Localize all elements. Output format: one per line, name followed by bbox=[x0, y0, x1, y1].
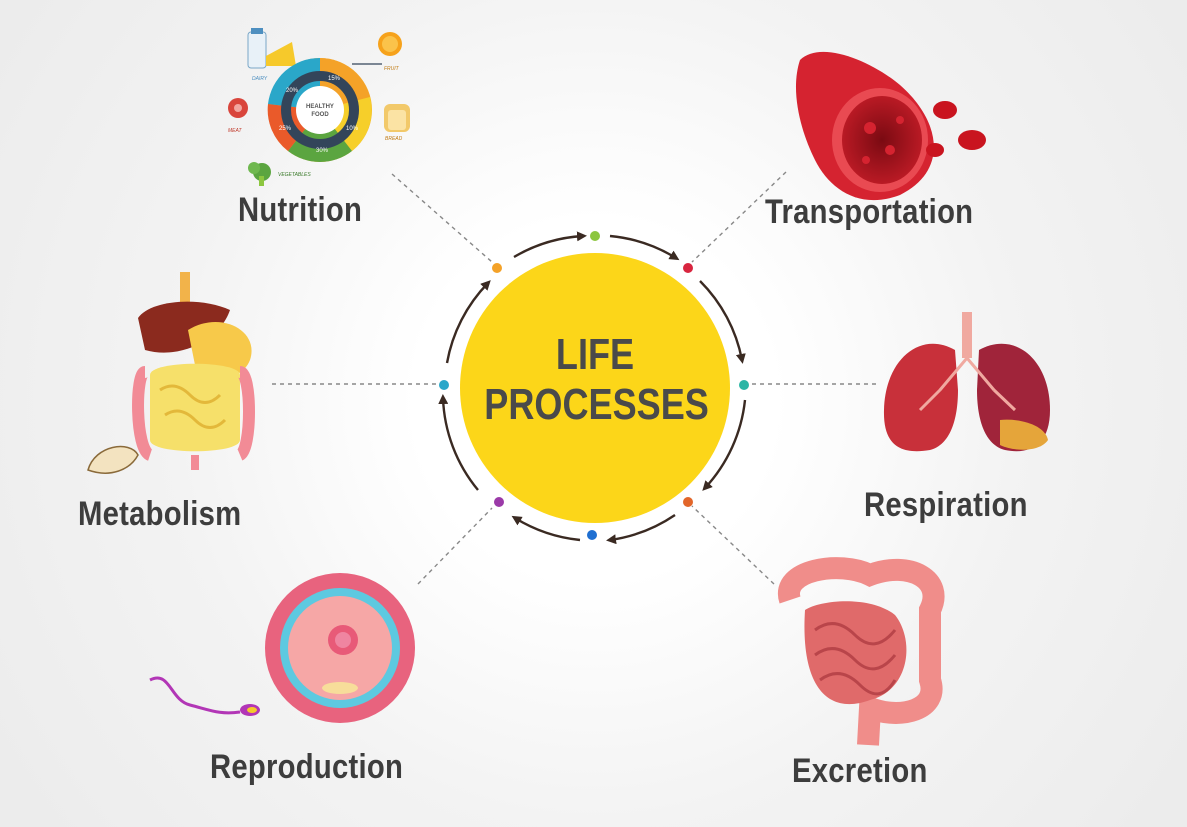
label-respiration: Respiration bbox=[864, 486, 1028, 524]
center-title: LIFE PROCESSES bbox=[484, 330, 709, 430]
trachea-icon bbox=[962, 312, 972, 358]
label-transportation: Transportation bbox=[765, 193, 974, 231]
blood-cell-icon bbox=[933, 101, 957, 119]
food-label-dairy: DAIRY bbox=[252, 76, 268, 82]
food-seg-veg-pct: 30% bbox=[316, 148, 329, 154]
dot-bottom bbox=[587, 530, 597, 540]
pancreas-icon bbox=[87, 445, 139, 474]
label-nutrition: Nutrition bbox=[238, 191, 363, 229]
dot-transportation bbox=[683, 263, 693, 273]
food-label-meat: MEAT bbox=[228, 128, 242, 134]
connector-excretion bbox=[691, 505, 775, 585]
dot-metabolism bbox=[439, 380, 449, 390]
dot-reproduction bbox=[494, 497, 504, 507]
transportation-illustration bbox=[795, 51, 986, 201]
sperm-icon bbox=[149, 676, 241, 715]
food-seg-bread-pct: 10% bbox=[346, 126, 359, 132]
food-wheel-center-1: HEALTHY bbox=[306, 104, 334, 110]
center-title-line2: PROCESSES bbox=[484, 380, 709, 429]
left-lung-icon bbox=[883, 343, 958, 452]
cycle-arrows bbox=[438, 231, 747, 545]
metabolism-illustration bbox=[87, 272, 255, 474]
respiration-illustration bbox=[883, 312, 1050, 452]
food-label-bread: BREAD bbox=[385, 136, 403, 142]
food-seg-fruit-pct: 15% bbox=[328, 76, 341, 82]
large-intestine-icon bbox=[778, 557, 945, 746]
food-label-vegetables: VEGETABLES bbox=[278, 172, 311, 178]
milk-bottle-icon bbox=[247, 31, 267, 69]
label-metabolism: Metabolism bbox=[78, 495, 242, 533]
dot-excretion bbox=[683, 497, 693, 507]
small-intestine-icon bbox=[804, 601, 907, 705]
food-label-fruit: FRUIT bbox=[384, 66, 400, 72]
nutrition-illustration: HEALTHY FOOD 20% 15% 10% 30% 25% DAIRY F… bbox=[228, 28, 410, 186]
connector-nutrition bbox=[391, 173, 493, 263]
dot-nutrition bbox=[492, 263, 502, 273]
cycle-dots bbox=[439, 231, 749, 540]
reproduction-illustration bbox=[149, 573, 415, 723]
center-title-line1: LIFE bbox=[555, 330, 635, 379]
food-wheel-center-2: FOOD bbox=[311, 112, 329, 118]
connector-reproduction bbox=[417, 507, 493, 585]
label-excretion: Excretion bbox=[792, 752, 928, 790]
dot-respiration bbox=[739, 380, 749, 390]
excretion-illustration bbox=[778, 557, 945, 746]
connector-lines bbox=[272, 171, 880, 585]
connector-transportation bbox=[691, 171, 787, 263]
cheese-icon bbox=[266, 42, 296, 66]
food-seg-dairy-pct: 20% bbox=[286, 88, 299, 94]
food-seg-meat-pct: 25% bbox=[279, 126, 292, 132]
stomach-icon bbox=[188, 321, 252, 378]
center-circle bbox=[460, 253, 730, 523]
liver-icon bbox=[138, 301, 230, 353]
intestine-icon bbox=[150, 363, 240, 452]
dot-top bbox=[590, 231, 600, 241]
label-reproduction: Reproduction bbox=[210, 748, 404, 786]
